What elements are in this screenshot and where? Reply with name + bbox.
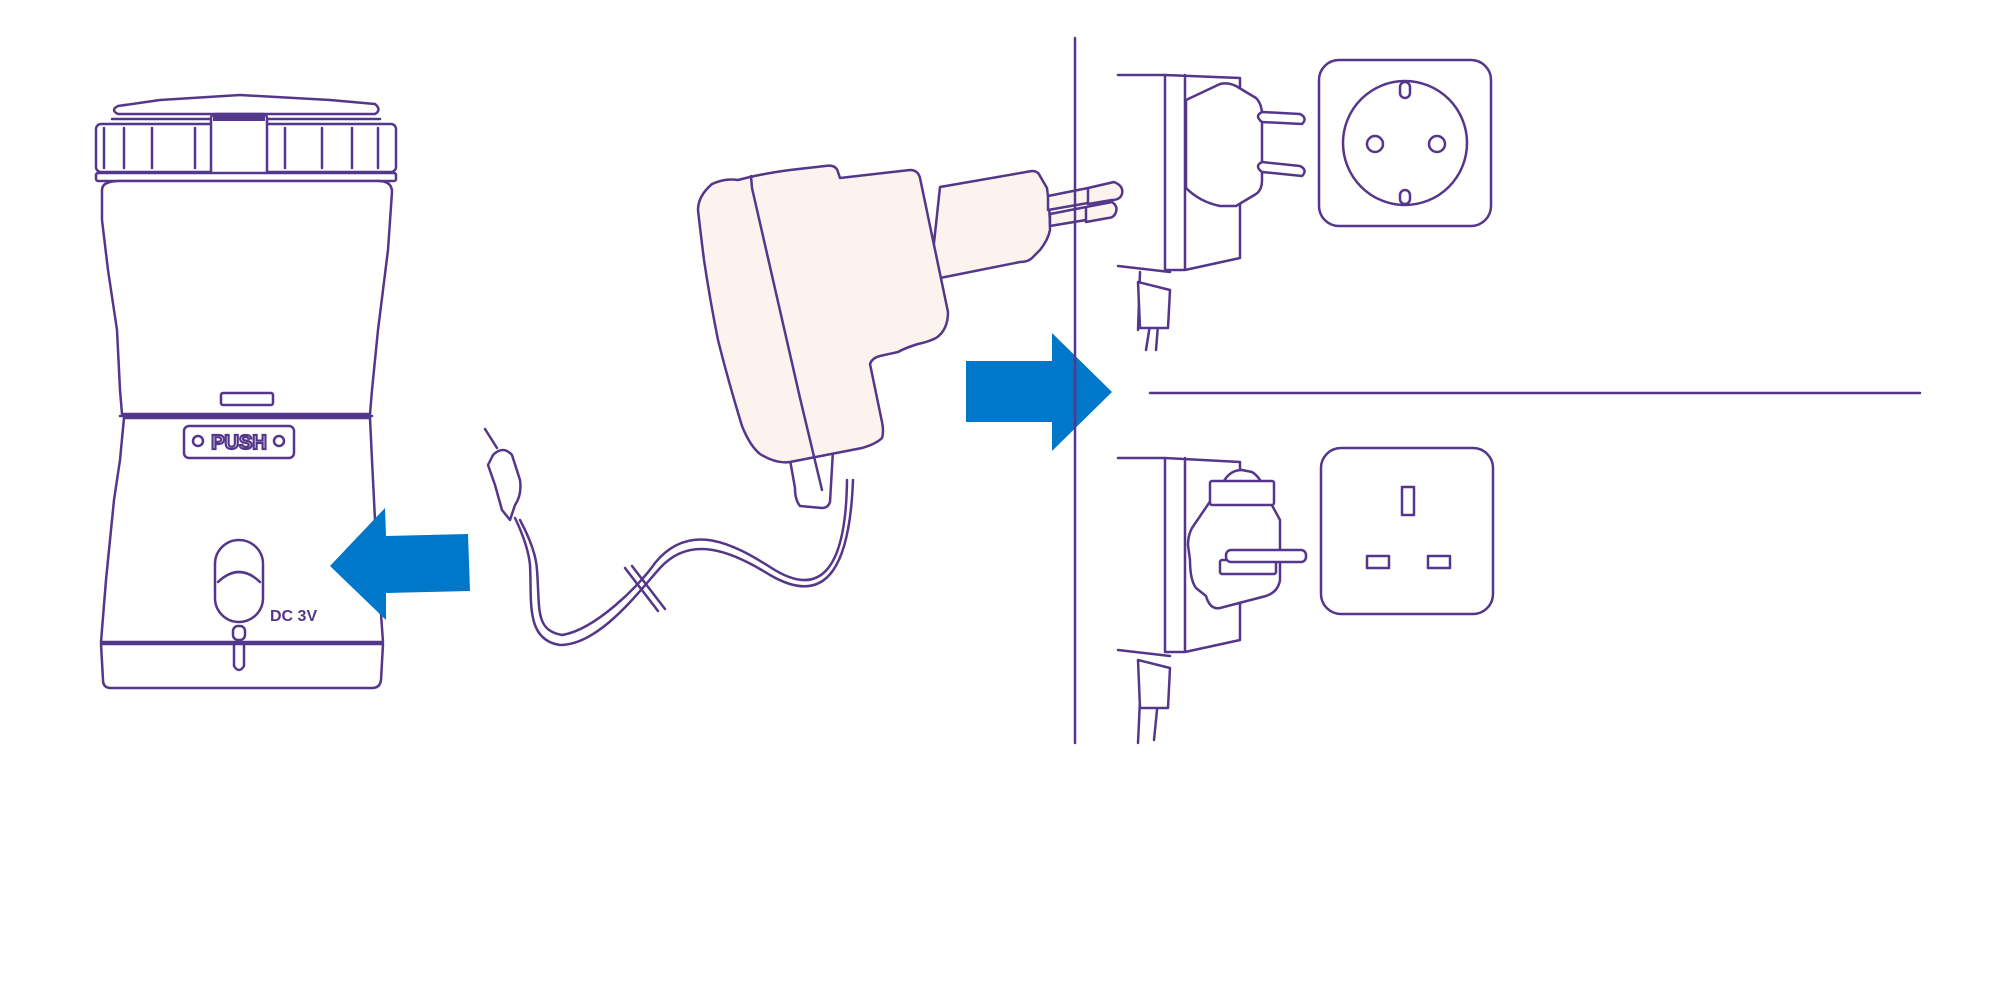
- power-label: DC 3V: [270, 608, 317, 625]
- eu-plug-in-wall: [1116, 58, 1493, 352]
- eu-socket: [1317, 58, 1493, 228]
- arrow-left-icon: [330, 508, 470, 620]
- arrow-right-icon: [966, 333, 1112, 451]
- power-switch: [213, 538, 265, 624]
- push-label: PUSH: [211, 432, 267, 454]
- uk-socket: [1319, 446, 1495, 616]
- uk-plug-in-wall: [1116, 446, 1495, 745]
- push-button: [182, 424, 296, 460]
- coffee-grinder: PUSH DC 3V: [94, 93, 398, 690]
- power-adapter: [696, 164, 1124, 492]
